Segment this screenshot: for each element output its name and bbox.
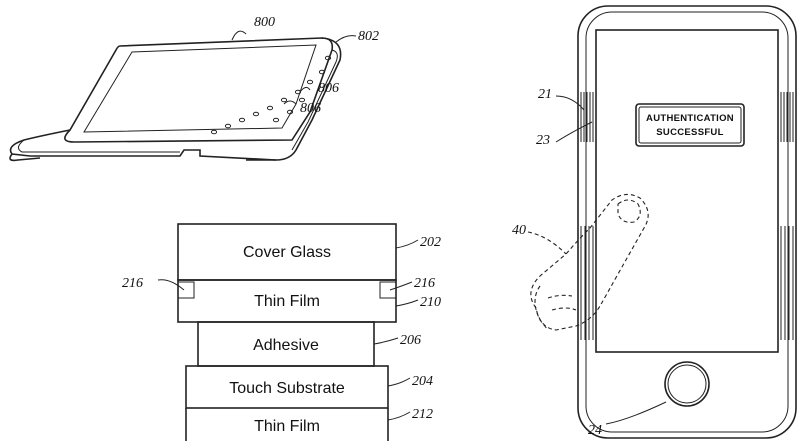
side-edge-hatching [580, 92, 794, 340]
figure-phone-authentication: AUTHENTICATION SUCCESSFUL 21 23 40 24 [512, 5, 797, 439]
ref-806-upper: 806 [318, 81, 339, 96]
ref-24: 24 [588, 423, 602, 438]
ref-210: 210 [420, 295, 441, 310]
device-curved-edge [246, 37, 342, 161]
auth-message-line2: SUCCESSFUL [656, 127, 723, 138]
auth-message-box [635, 103, 745, 147]
phone-screen [595, 29, 779, 353]
device-bottom-lip [9, 129, 277, 161]
ref-806-lower: 806 [300, 101, 321, 116]
device-top-surface [64, 37, 334, 143]
device-screen-outline [83, 44, 317, 133]
layer-thin-film-top-label: Thin Film [254, 293, 320, 310]
phone-housing [577, 5, 797, 439]
layer-touch-substrate [185, 365, 389, 409]
layer-touch-substrate-label: Touch Substrate [229, 380, 345, 397]
figure-layer-stack: Cover Glass Thin Film Adhesive Touch Sub… [122, 223, 441, 441]
ref-40: 40 [512, 223, 526, 238]
edge-perforation-holes [210, 55, 332, 135]
layer-thin-film-bottom [185, 408, 389, 441]
ref-216-right: 216 [414, 276, 435, 291]
ref-23: 23 [536, 133, 550, 148]
fingernail-outline [617, 199, 641, 223]
ref-212: 212 [412, 407, 433, 422]
auth-message-line1: AUTHENTICATION [646, 113, 734, 124]
ref-202: 202 [420, 235, 441, 250]
gap-right [379, 281, 397, 299]
finger-outline [530, 193, 649, 331]
ref-206: 206 [400, 333, 421, 348]
layer-adhesive-label: Adhesive [253, 337, 319, 354]
home-button [664, 361, 710, 407]
ref-216-left: 216 [122, 276, 143, 291]
ref-800: 800 [254, 15, 275, 30]
figure-curved-display: 800 802 806 806 [9, 15, 379, 162]
ref-802: 802 [358, 29, 379, 44]
ref-21: 21 [538, 87, 552, 102]
layer-cover-glass-label: Cover Glass [243, 244, 331, 261]
gap-left [177, 281, 195, 299]
ref-204: 204 [412, 374, 433, 389]
layer-thin-film-bottom-label: Thin Film [254, 418, 320, 435]
